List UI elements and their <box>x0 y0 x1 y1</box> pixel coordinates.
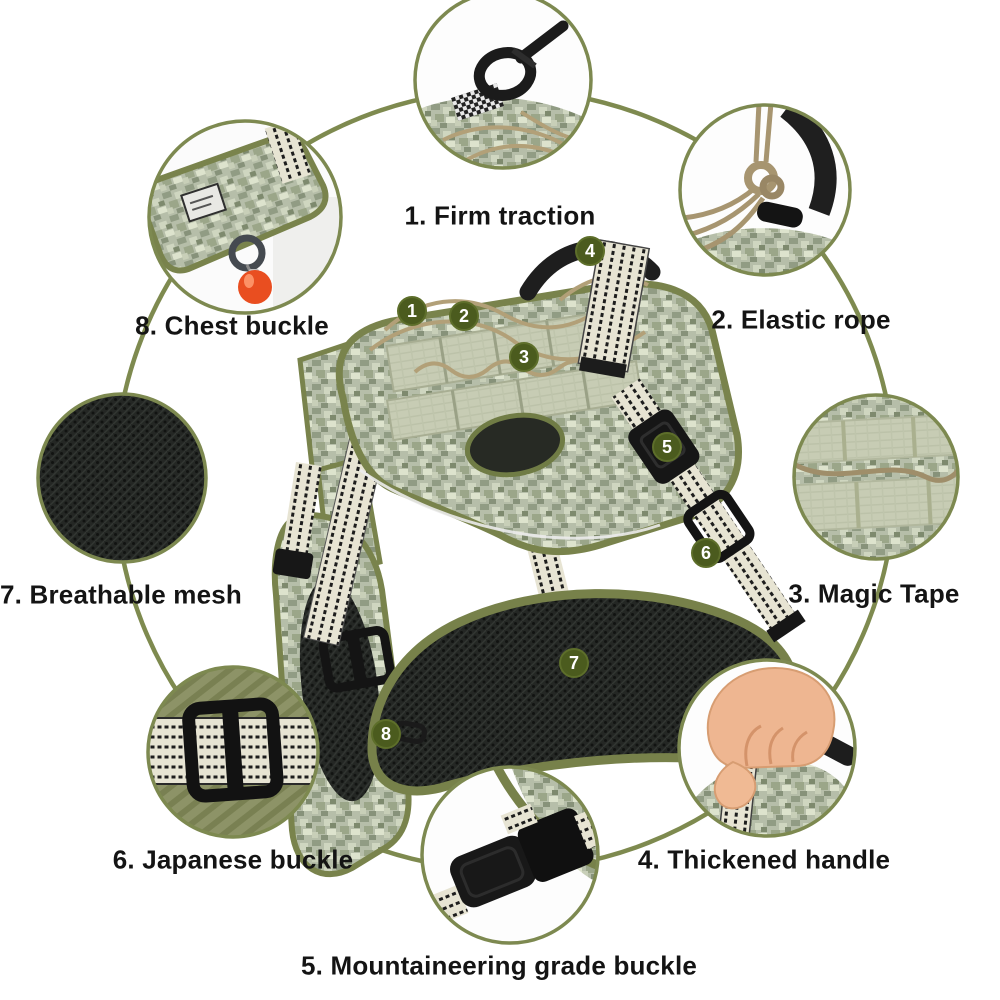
harness-badge-7: 7 <box>559 648 589 678</box>
feature-label-magic-tape: 3. Magic Tape <box>788 578 960 609</box>
callout-photo-elastic-rope <box>678 103 852 277</box>
feature-label-elastic-rope: 2. Elastic rope <box>711 304 891 335</box>
feature-label-thickened-handle: 4. Thickened handle <box>637 844 891 875</box>
callout-photo-breathable-mesh <box>36 392 208 564</box>
harness-badge-4: 4 <box>575 236 605 266</box>
harness-badge-8: 8 <box>371 719 401 749</box>
feature-label-mountaineering-buckle: 5. Mountaineering grade buckle <box>300 950 698 981</box>
callout-photo-firm-traction <box>413 0 593 170</box>
callout-photo-thickened-handle <box>677 658 857 838</box>
harness-badge-1: 1 <box>397 296 427 326</box>
feature-label-firm-traction: 1. Firm traction <box>404 200 596 231</box>
harness-photo <box>271 239 806 878</box>
callout-photo-magic-tape <box>792 393 960 561</box>
feature-label-breathable-mesh: 7. Breathable mesh <box>0 579 243 610</box>
callout-photo-japanese-buckle <box>146 665 320 839</box>
harness-badge-2: 2 <box>449 301 479 331</box>
callout-photo-chest-buckle <box>147 119 343 315</box>
feature-label-japanese-buckle: 6. Japanese buckle <box>112 844 354 875</box>
feature-label-chest-buckle: 8. Chest buckle <box>135 310 329 341</box>
callout-photo-mountaineering-buckle <box>420 765 600 945</box>
harness-badge-6: 6 <box>691 538 721 568</box>
harness-badge-5: 5 <box>652 432 682 462</box>
harness-badge-3: 3 <box>509 342 539 372</box>
